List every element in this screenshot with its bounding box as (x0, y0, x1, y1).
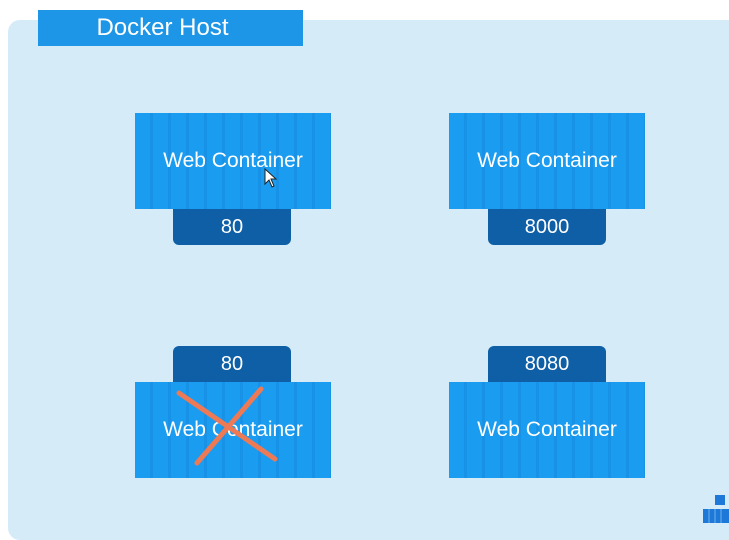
port-badge-3: 80 (173, 346, 291, 382)
mouse-cursor-icon (264, 168, 278, 188)
docker-host-label: Docker Host (38, 10, 303, 46)
port-badge-1: 80 (173, 209, 291, 245)
web-container-1: Web Container (135, 113, 331, 209)
port-badge-4-value: 8080 (524, 352, 570, 375)
web-container-3-label: Web Container (163, 418, 303, 441)
web-container-3: Web Container (135, 382, 331, 478)
port-badge-2-value: 8000 (524, 215, 570, 238)
web-container-1-label: Web Container (163, 149, 303, 172)
web-container-2-label: Web Container (477, 149, 617, 172)
web-container-2: Web Container (449, 113, 645, 209)
port-badge-4: 8080 (488, 346, 606, 382)
port-badge-1-value: 80 (220, 215, 244, 238)
web-container-4: Web Container (449, 382, 645, 478)
docker-logo-fragment-icon (703, 495, 729, 523)
port-badge-3-value: 80 (220, 352, 244, 375)
port-badge-2: 8000 (488, 209, 606, 245)
web-container-4-label: Web Container (477, 418, 617, 441)
